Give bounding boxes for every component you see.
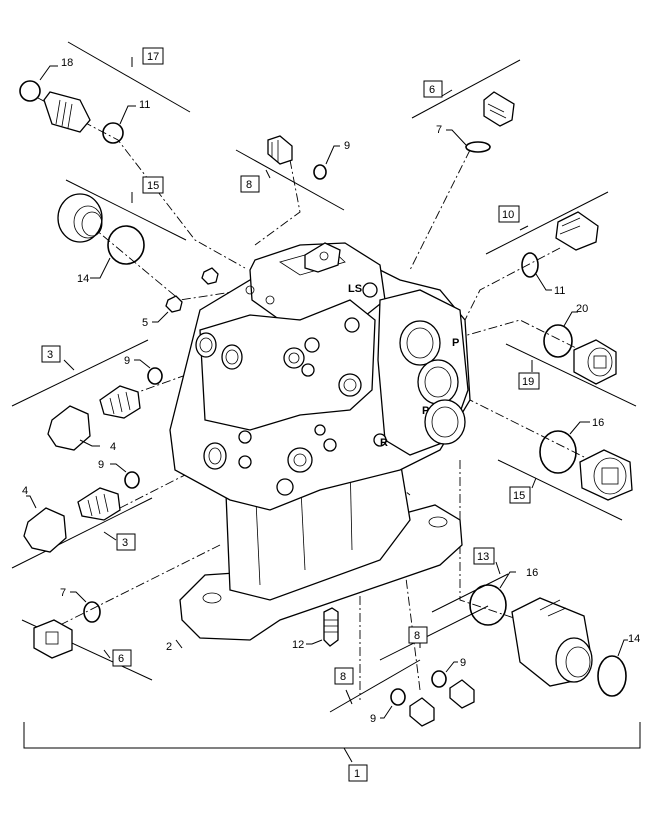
- callout-2: 2: [166, 641, 172, 653]
- callout-17: 17: [147, 51, 159, 63]
- callout-14-top: 14: [77, 273, 89, 285]
- dust-cap-4-bottom: [23, 507, 67, 553]
- port-mark-r: R: [380, 437, 388, 449]
- assembly-bracket: 1: [23, 722, 641, 782]
- plug-15-right-group: 15 16: [497, 417, 633, 521]
- fitting-17-group: 17 18 11: [19, 41, 191, 144]
- callout-3-bottom: 3: [122, 537, 128, 549]
- center-lines: [37, 97, 611, 700]
- plug-19-group: 19 20: [505, 303, 637, 407]
- callout-15-right: 15: [513, 490, 525, 502]
- callout-9-left-top: 9: [124, 355, 130, 367]
- plug-6-top-group: 6 7: [411, 59, 521, 153]
- callout-8-left: 8: [340, 671, 346, 683]
- plug-10: [555, 211, 599, 251]
- plug-8-top: [267, 135, 293, 165]
- callout-14-bottom: 14: [628, 633, 640, 645]
- callout-15-top: 15: [147, 180, 159, 192]
- plug-6-bottom: [33, 619, 73, 659]
- callout-18: 18: [61, 57, 73, 69]
- callout-16-top: 16: [592, 417, 604, 429]
- plug-19: [573, 339, 617, 385]
- callout-8-top: 8: [246, 179, 252, 191]
- plug-8-top-group: 8 9: [235, 135, 350, 211]
- callout-20: 20: [576, 303, 588, 315]
- o-ring-18: [19, 80, 41, 102]
- plug-15-group: 15 14: [57, 176, 187, 285]
- port-mark-ls: LS: [348, 283, 362, 295]
- callout-6-top: 6: [429, 84, 435, 96]
- callout-9-left-bottom: 9: [98, 459, 104, 471]
- callout-19: 19: [522, 376, 534, 388]
- callout-7-top: 7: [436, 124, 442, 136]
- callout-6-bottom: 6: [118, 653, 124, 665]
- housing-callout: 2: [166, 639, 183, 653]
- callout-9-right-bottom: 9: [460, 657, 466, 669]
- plug-5-group: 5: [142, 267, 219, 329]
- plug-6-top: [483, 91, 515, 127]
- coupler-3-bottom: [77, 487, 121, 521]
- callout-9-top: 9: [344, 140, 350, 152]
- sensor-12: [323, 607, 339, 647]
- callout-5: 5: [142, 317, 148, 329]
- plug-6-bottom-group: 6 7: [21, 587, 153, 681]
- plug-15-right: [579, 449, 633, 501]
- o-ring-11-top: [102, 122, 124, 144]
- callout-4-bottom: 4: [22, 485, 28, 497]
- callout-7-bottom: 7: [60, 587, 66, 599]
- o-ring-14-top: [107, 225, 145, 265]
- callout-12: 12: [292, 639, 304, 651]
- port-mark-p2: P: [422, 405, 429, 417]
- callout-9-left-bottom-2: 9: [370, 713, 376, 725]
- plug-10-group: 10 11: [485, 191, 609, 297]
- valve-housing: LS P P R: [169, 242, 471, 641]
- callout-10: 10: [502, 209, 514, 221]
- sensor-12-group: 12: [292, 607, 339, 651]
- callout-11-top: 11: [139, 99, 150, 111]
- callout-8-right: 8: [414, 630, 420, 642]
- dust-cap-4-top: [47, 405, 91, 451]
- callout-16-bottom: 16: [526, 567, 538, 579]
- valve-13-group: 13 16 14: [431, 547, 640, 697]
- callout-1: 1: [354, 768, 360, 780]
- callout-13: 13: [477, 551, 489, 563]
- plug-8-bottom-group: 8 9 8 9: [329, 605, 489, 727]
- callout-4-top: 4: [110, 441, 116, 453]
- coupler-3-bottom-group: 3 9 4: [11, 459, 153, 569]
- callout-3-top: 3: [47, 349, 53, 361]
- adapter-fitting-17: [43, 91, 91, 133]
- port-mark-p1: P: [452, 337, 459, 349]
- callout-11-right: 11: [554, 285, 565, 297]
- coupler-3-top-group: 3 9 4: [11, 339, 163, 453]
